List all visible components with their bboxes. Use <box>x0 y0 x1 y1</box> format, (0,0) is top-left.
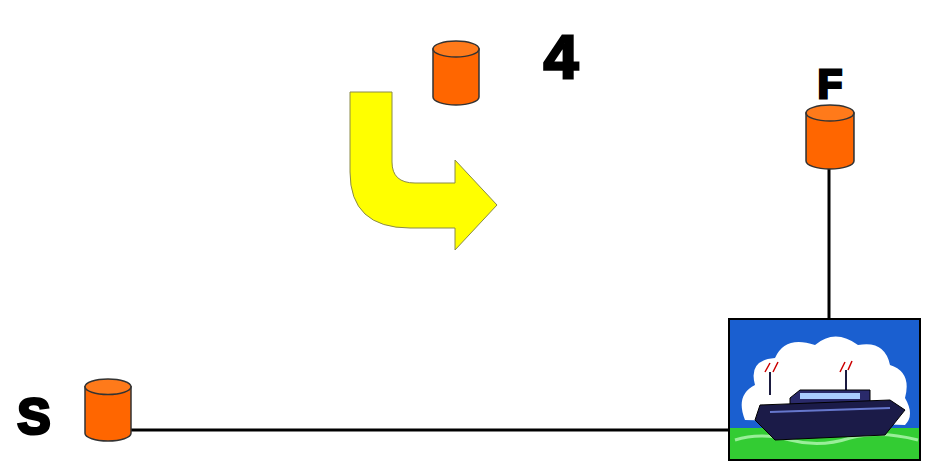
buoy-label: 4 <box>526 26 596 88</box>
boat-picture <box>729 319 920 460</box>
buoy-shape <box>432 40 480 106</box>
buoy: F <box>805 104 855 170</box>
buoy: S <box>84 378 132 442</box>
turn-arrow <box>350 92 497 250</box>
buoy-label: S <box>4 392 64 442</box>
buoy: 4 <box>432 40 480 106</box>
tow-line <box>828 168 831 320</box>
buoy-label: F <box>800 64 860 104</box>
buoy-shape <box>84 378 132 442</box>
buoy-shape <box>805 104 855 170</box>
tow-line <box>128 429 730 432</box>
